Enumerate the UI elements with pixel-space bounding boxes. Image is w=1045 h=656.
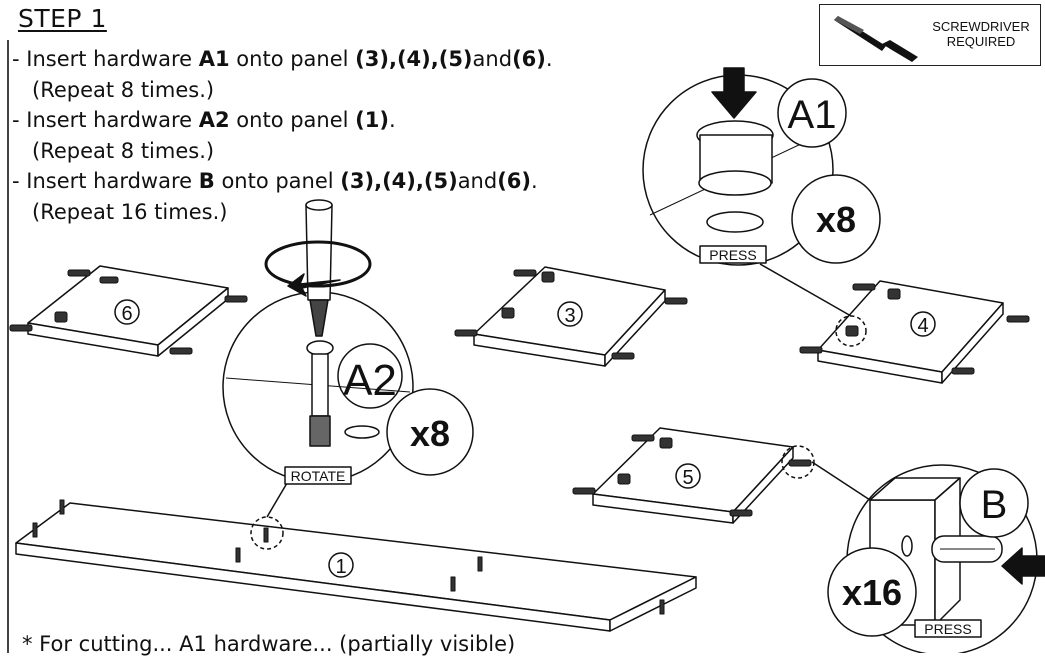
a1-detail-callout: A1 x8 PRESS [642,67,881,266]
panel-refs: (3),(4),(5) [340,169,458,193]
action-label: ROTATE [291,468,346,484]
instruction-text: and [472,47,513,71]
repeat-note: (Repeat 16 times.) [32,199,228,224]
hardware-code: B [198,169,215,193]
instruction-text: and [457,169,498,193]
panel-refs: (3),(4),(5) [355,47,473,71]
tool-label-line: SCREWDRIVER [932,19,1030,34]
panel-number: 4 [917,315,928,337]
panel-number: 5 [682,467,693,489]
panel-refs: (6) [497,169,532,193]
instruction-text: - Insert hardware [12,169,199,193]
panel-3: 3 [454,266,688,367]
instruction-text: . [388,108,396,132]
tool-required-box: SCREWDRIVER REQUIRED [819,4,1041,66]
panel-4: 4 [799,280,1030,384]
a2-detail-callout: A2 x8 ROTATE [222,199,474,485]
panel-5: 5 [572,427,815,524]
panel-refs: (1) [355,108,389,132]
action-label: PRESS [709,247,756,263]
panel-number: 3 [564,305,575,327]
hardware-label: B [981,483,1008,527]
instruction-text: onto panel [229,108,356,132]
instruction-text: - Insert hardware [12,108,199,132]
instruction-text: onto panel [229,47,356,71]
panel-number: 1 [335,556,346,578]
hardware-code: A2 [198,108,230,132]
frame-border [7,40,9,653]
instruction-text: . [531,169,538,193]
screwdriver-icon [834,16,918,62]
hardware-code: A1 [198,47,230,71]
instruction-list: - Insert hardware A1 onto panel (3),(4),… [12,44,553,227]
tool-label-line: REQUIRED [946,34,1016,49]
footnote: * For cutting... A1 hardware... (partial… [22,632,516,656]
instruction-a1: - Insert hardware A1 onto panel (3),(4),… [12,44,553,75]
b-detail-callout: B x16 PRESS [827,464,1045,653]
panel-1: 1 [15,499,697,632]
instruction-text: - Insert hardware [12,47,199,71]
instruction-text: . [545,47,553,71]
quantity-label: x8 [816,199,856,240]
instruction-a2: - Insert hardware A2 onto panel (1). [12,105,553,136]
panel-number: 6 [121,303,132,325]
instruction-b: - Insert hardware B onto panel (3),(4),(… [12,166,553,197]
repeat-note: (Repeat 8 times.) [32,77,215,102]
hardware-label: A2 [343,356,397,405]
repeat-note: (Repeat 8 times.) [32,138,215,163]
panel-refs: (6) [512,47,546,71]
step-title: STEP 1 [18,4,107,33]
quantity-label: x8 [410,413,450,454]
instruction-text: onto panel [214,169,341,193]
quantity-label: x16 [842,572,902,613]
hardware-label: A1 [788,93,837,137]
action-label: PRESS [924,621,971,637]
tool-required-label: SCREWDRIVER REQUIRED [926,19,1036,49]
panel-6: 6 [9,265,248,357]
